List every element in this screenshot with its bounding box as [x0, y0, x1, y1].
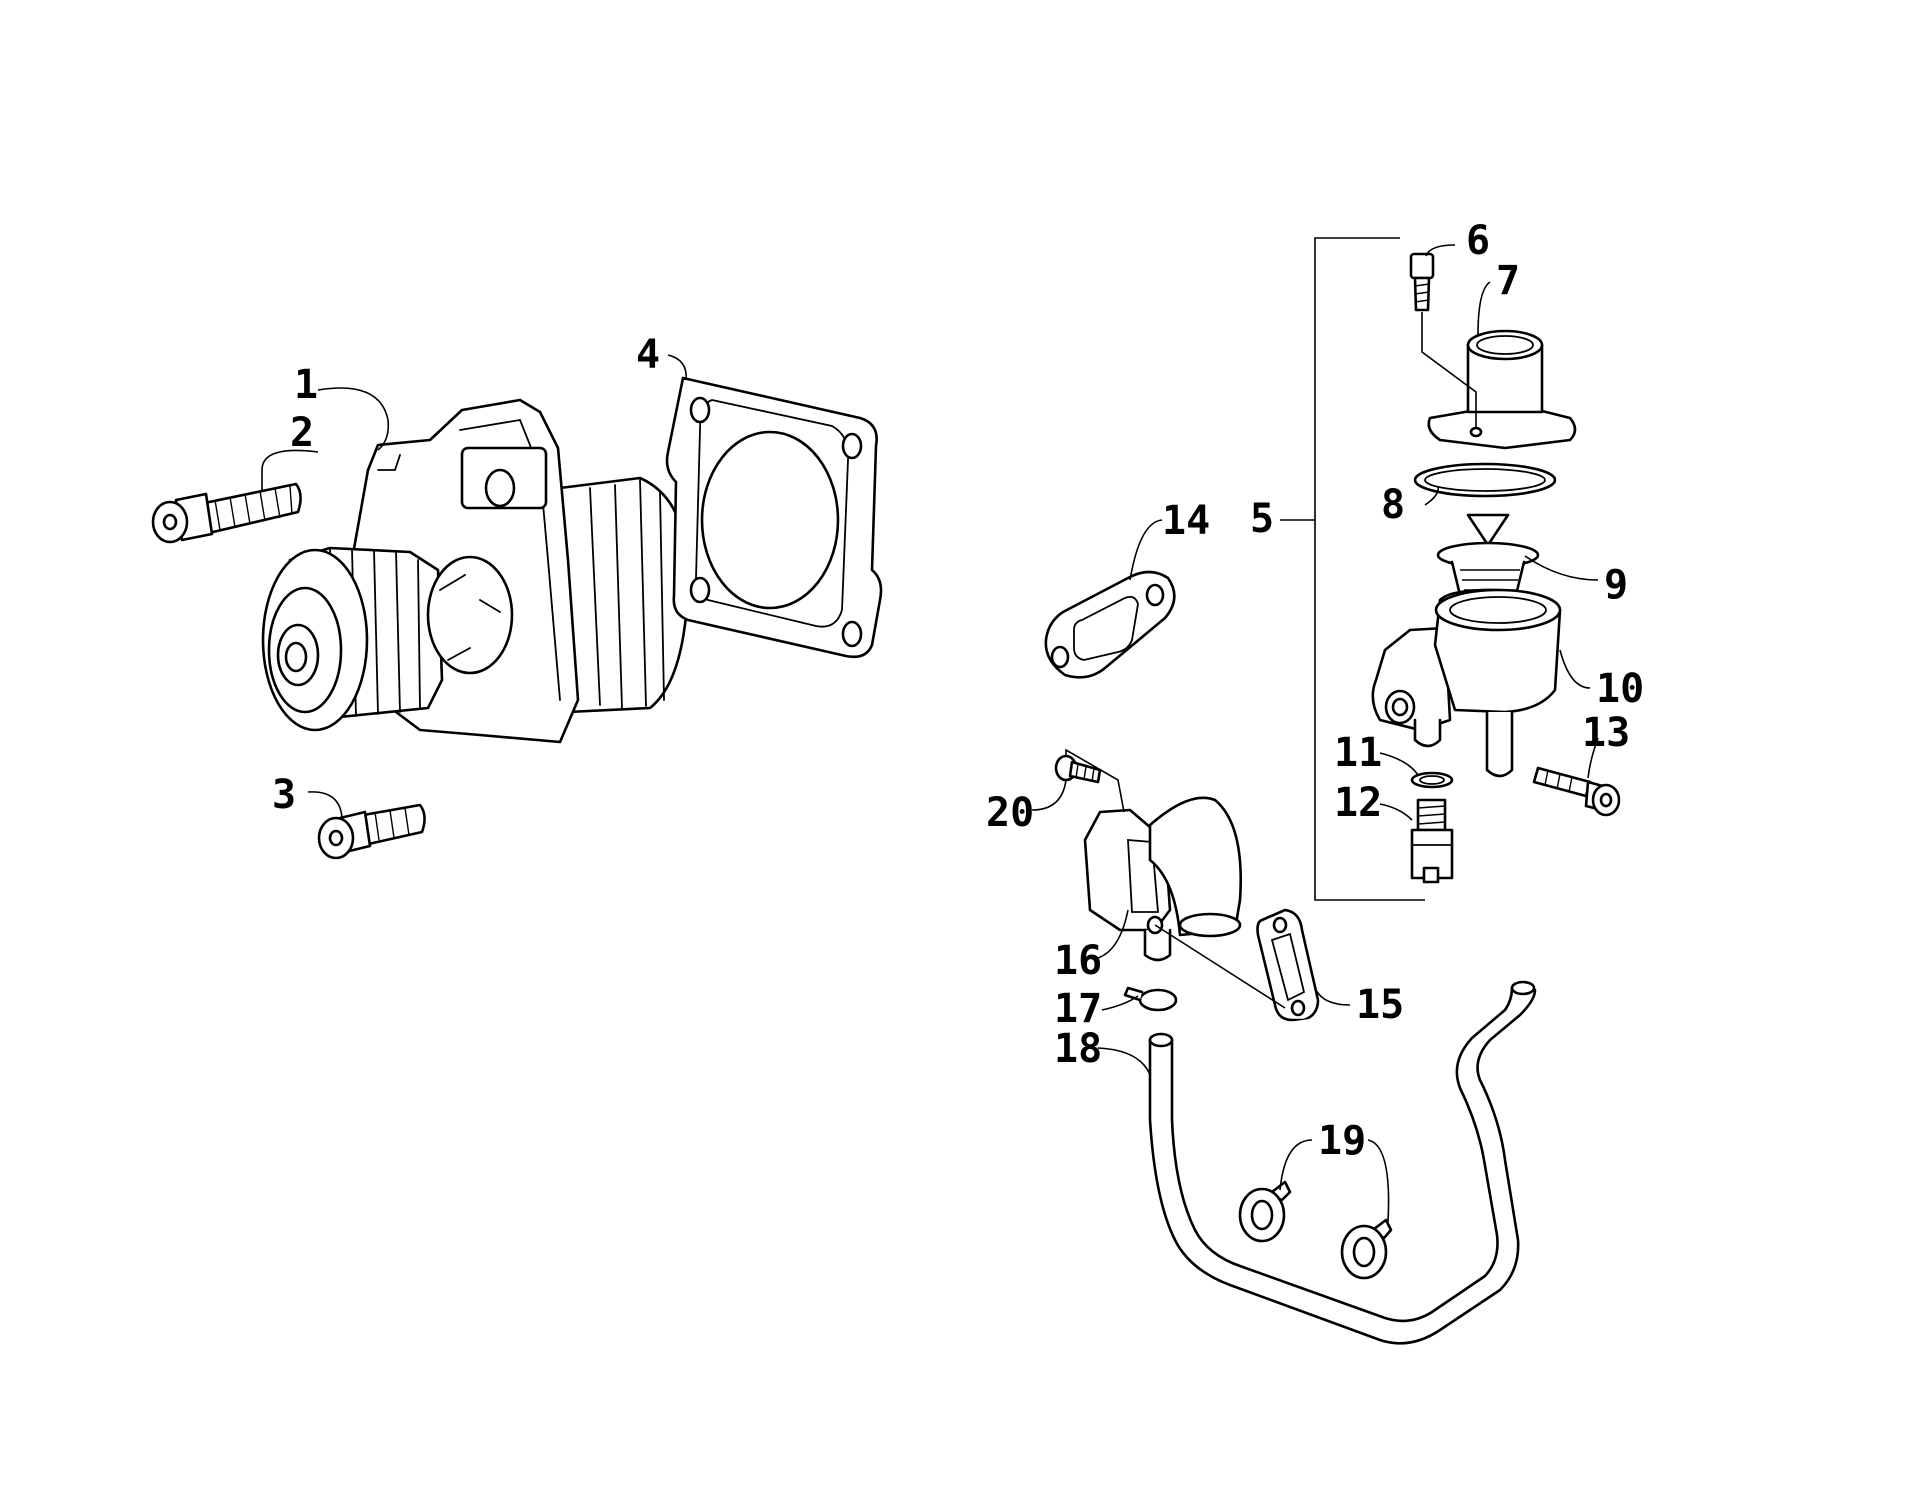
gasket-part-14	[1044, 570, 1176, 679]
leader-lines	[261, 244, 1599, 1223]
thermostat-housing-part-10	[1371, 588, 1562, 778]
washer-part-11	[1410, 771, 1454, 789]
callout-labels: 1 2 3 4 5 6 7 8 9 10 11 12 13 14 15 16 1…	[272, 218, 1644, 1164]
o-ring-part-8	[1413, 462, 1557, 498]
bolt-part-3	[317, 803, 426, 860]
hose-clip-part-19-a	[1238, 1180, 1292, 1243]
bolt-part-13	[1532, 766, 1621, 817]
thermostat-cover-part-7	[1427, 329, 1577, 450]
callout-19: 19	[1318, 1118, 1366, 1164]
callout-15: 15	[1356, 982, 1404, 1028]
callout-16: 16	[1054, 938, 1102, 984]
screw-part-20	[1054, 754, 1102, 784]
callout-20: 20	[986, 790, 1034, 836]
sensor-part-12	[1410, 798, 1454, 884]
water-pump-part-1	[261, 398, 690, 744]
callout-2: 2	[290, 410, 314, 456]
callout-12: 12	[1334, 780, 1382, 826]
callout-1: 1	[294, 362, 318, 408]
callout-11: 11	[1334, 730, 1382, 776]
gasket-part-4	[665, 376, 883, 659]
callout-6: 6	[1466, 218, 1490, 264]
callout-14: 14	[1162, 498, 1210, 544]
screw-part-6	[1409, 252, 1435, 312]
callout-10: 10	[1596, 666, 1644, 712]
callout-18: 18	[1054, 1026, 1102, 1072]
bolt-part-2	[151, 482, 302, 544]
callout-9: 9	[1604, 562, 1628, 608]
callout-5: 5	[1250, 496, 1274, 542]
hose-clip-part-19-b	[1340, 1218, 1393, 1280]
callout-17: 17	[1054, 986, 1102, 1032]
callout-7: 7	[1496, 258, 1520, 304]
gasket-part-15	[1256, 908, 1320, 1022]
callout-3: 3	[272, 772, 296, 818]
assembly-bracket-part-5	[1280, 237, 1425, 901]
elbow-fitting-part-16	[1083, 796, 1242, 962]
callout-8: 8	[1381, 482, 1405, 528]
callout-4: 4	[636, 332, 660, 378]
callout-13: 13	[1582, 710, 1630, 756]
